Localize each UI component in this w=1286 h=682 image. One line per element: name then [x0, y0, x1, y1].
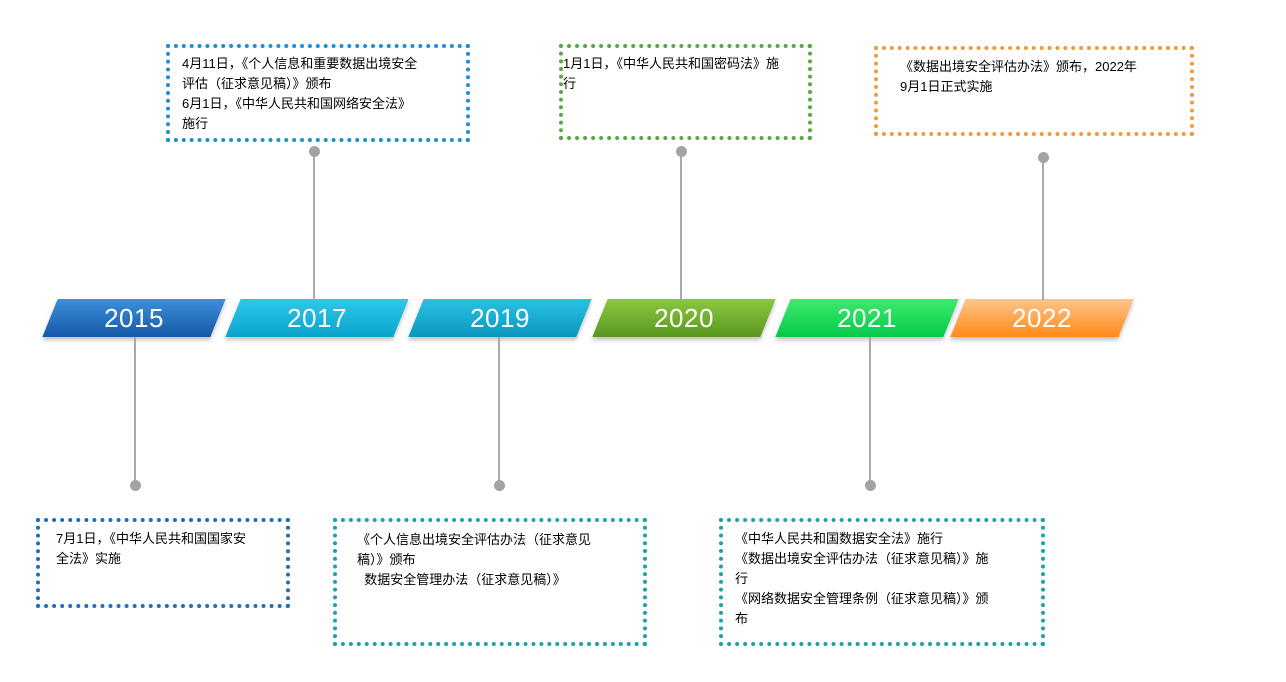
event-2019-line-1: 《个人信息出境安全评估办法（征求意见	[357, 532, 592, 547]
event-2021-line-3: 行	[735, 571, 749, 586]
event-2020-line-1: 1月1日，《中华人民共和国密码法》施	[563, 56, 779, 71]
year-2020-label: 2020	[654, 303, 714, 333]
event-box-2020: 1月1日，《中华人民共和国密码法》施 行	[559, 44, 812, 140]
event-2015-line-2: 全法》实施	[56, 551, 122, 566]
year-2019-banner: 2019	[408, 299, 592, 337]
year-2022-banner: 2022	[950, 299, 1134, 337]
connector-2015	[134, 337, 136, 485]
year-2017-banner: 2017	[225, 299, 409, 337]
connector-2021	[869, 337, 871, 485]
event-box-2017: 4月11日，《个人信息和重要数据出境安全 评估（征求意见稿）》颁布 6月1日，《…	[166, 44, 470, 142]
event-2017-line-2: 评估（征求意见稿）》颁布	[182, 76, 332, 91]
connector-2017	[313, 152, 315, 300]
year-2015-banner: 2015	[42, 299, 226, 337]
event-2020-line-2: 行	[563, 76, 577, 91]
year-2021-banner: 2021	[775, 299, 959, 337]
event-box-2021: 《中华人民共和国数据安全法》施行 《数据出境安全评估办法（征求意见稿）》施 行 …	[719, 518, 1045, 646]
year-2019-label: 2019	[470, 303, 530, 333]
connector-dot-2019	[494, 480, 505, 491]
event-2019-line-3: 数据安全管理办法（征求意见稿）》	[357, 572, 566, 587]
year-2022-label: 2022	[1012, 303, 1072, 333]
event-2017-line-1: 4月11日，《个人信息和重要数据出境安全	[182, 56, 418, 71]
connector-dot-2022	[1038, 152, 1049, 163]
connector-2022	[1042, 158, 1044, 300]
event-2021-line-5: 布	[735, 611, 749, 626]
connector-dot-2015	[130, 480, 141, 491]
event-2022-line-1: 《数据出境安全评估办法》颁布，2022年	[900, 59, 1137, 74]
connector-dot-2020	[676, 146, 687, 157]
event-box-2015: 7月1日，《中华人民共和国国家安 全法》实施	[36, 518, 290, 608]
year-2021-label: 2021	[837, 303, 897, 333]
event-2015-line-1: 7月1日，《中华人民共和国国家安	[56, 531, 246, 546]
event-2017-line-4: 施行	[182, 116, 209, 131]
event-box-2019: 《个人信息出境安全评估办法（征求意见 稿）》颁布 数据安全管理办法（征求意见稿）…	[333, 518, 647, 646]
year-2015-label: 2015	[104, 303, 164, 333]
event-2021-line-2: 《数据出境安全评估办法（征求意见稿）》施	[735, 551, 989, 566]
connector-dot-2021	[865, 480, 876, 491]
event-2022-line-2: 9月1日正式实施	[900, 79, 993, 94]
connector-2020	[680, 152, 682, 300]
event-box-2022: 《数据出境安全评估办法》颁布，2022年 9月1日正式实施	[874, 46, 1194, 136]
connector-2019	[498, 337, 500, 485]
connector-dot-2017	[309, 146, 320, 157]
year-2020-banner: 2020	[592, 299, 776, 337]
event-2021-line-1: 《中华人民共和国数据安全法》施行	[735, 531, 944, 546]
event-2017-line-3: 6月1日，《中华人民共和国网络安全法》	[182, 96, 411, 111]
event-2021-line-4: 《网络数据安全管理条例（征求意见稿）》颁	[735, 591, 989, 606]
event-2019-line-2: 稿）》颁布	[357, 552, 416, 567]
year-2017-label: 2017	[287, 303, 347, 333]
